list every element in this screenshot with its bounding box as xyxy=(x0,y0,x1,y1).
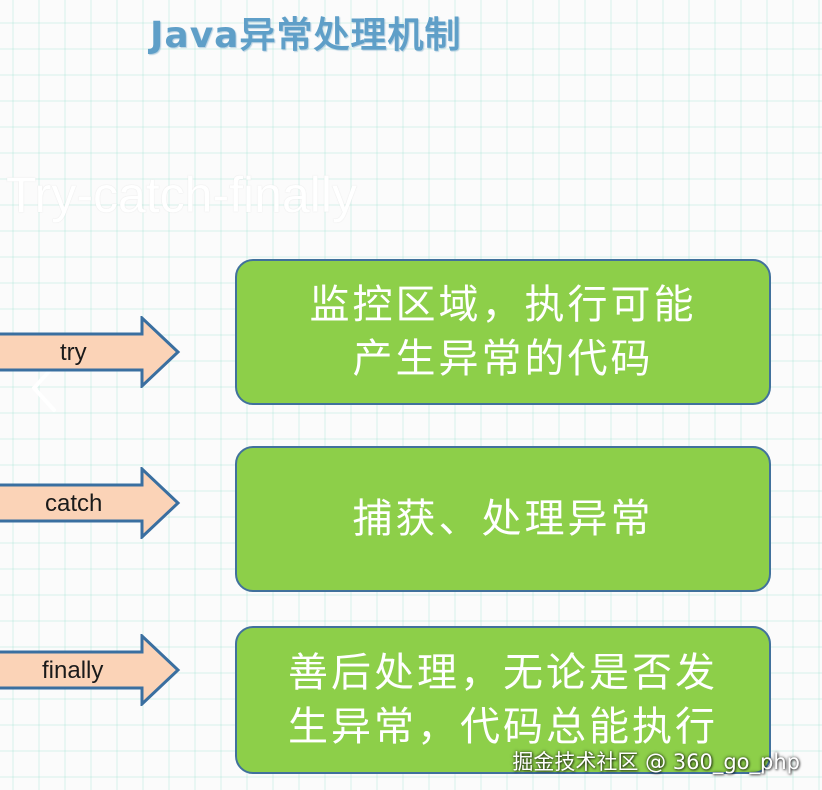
arrow-label-catch: catch xyxy=(45,490,103,517)
description-line: 捕获、处理异常 xyxy=(352,496,654,542)
slide-title: Java异常处理机制 xyxy=(150,15,462,56)
chevron-left-icon[interactable] xyxy=(26,358,66,418)
description-line: 产生异常的代码 xyxy=(352,336,654,382)
slide-subtitle: Try-catch-finally xyxy=(6,167,357,223)
arrow-label-try: try xyxy=(60,339,87,366)
description-box-catch: 捕获、处理异常 xyxy=(235,446,771,592)
right-arrow-icon xyxy=(0,467,181,539)
description-line: 善后处理，无论是否发 xyxy=(288,650,718,696)
right-arrow-icon xyxy=(0,634,181,706)
watermark: 掘金技术社区 @ 360_go_php xyxy=(512,750,800,774)
description-line: 生异常，代码总能执行 xyxy=(288,704,718,750)
description-line: 监控区域，执行可能 xyxy=(309,282,697,328)
arrow-label-finally: finally xyxy=(42,657,104,684)
description-box-finally: 善后处理，无论是否发 生异常，代码总能执行 xyxy=(235,626,771,774)
description-box-try: 监控区域，执行可能 产生异常的代码 xyxy=(235,259,771,405)
right-arrow-icon xyxy=(0,316,181,388)
